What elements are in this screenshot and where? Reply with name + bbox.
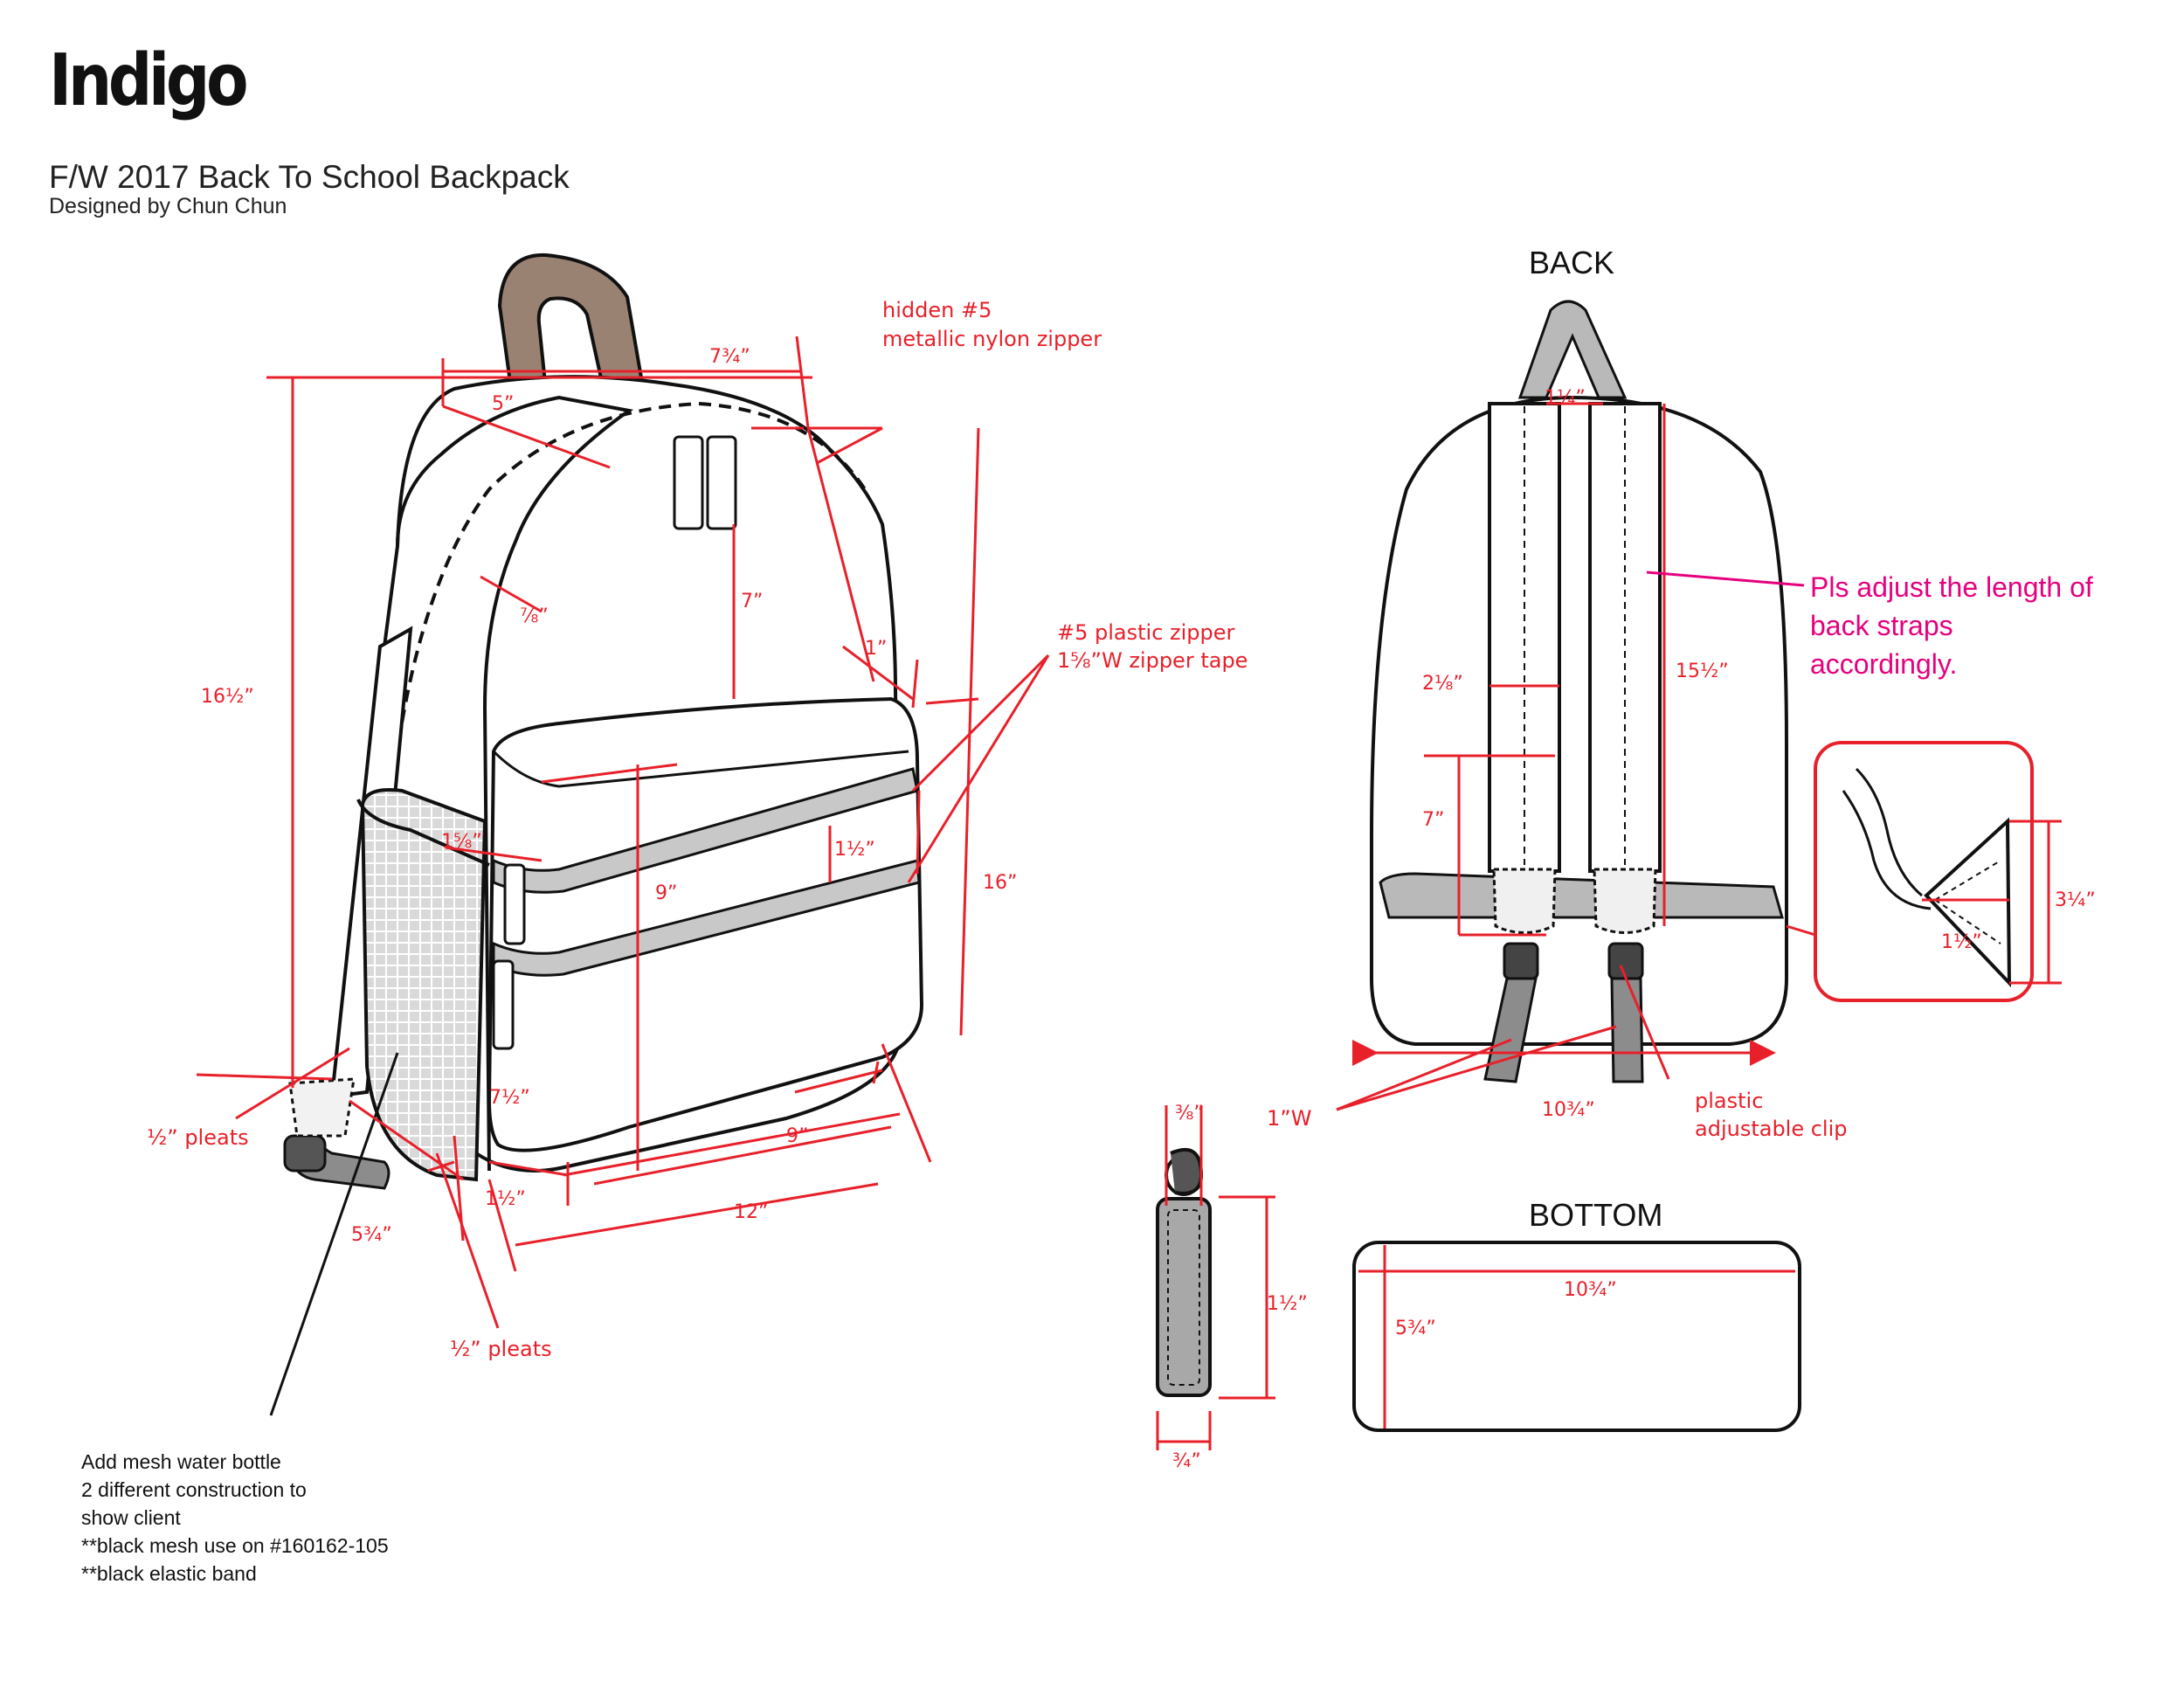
strap-length-note: Pls adjust the length of back straps acc… — [1810, 571, 2093, 680]
dim-back-strap-width: 2⅛” — [1422, 673, 1463, 695]
top-handle — [497, 253, 645, 394]
pocket-top-panel — [492, 750, 909, 788]
side-panel — [396, 395, 634, 1172]
note-line: **black mesh use on #160162-105 — [81, 1534, 389, 1557]
top-zipper-pull-right — [706, 435, 737, 530]
mesh-water-bottle-pocket — [360, 788, 487, 1182]
designer-credit: Designed by Chun Chun — [49, 194, 287, 218]
front-view-drawing — [269, 253, 924, 1416]
clip-callout-2: adjustable clip — [1695, 1117, 1848, 1141]
dim-pull-top: ⅜” — [1175, 1103, 1204, 1124]
dim-pocket-zip: 1⅝” — [441, 831, 482, 853]
dim-pocket-step: 1” — [865, 638, 888, 660]
back-body — [1370, 395, 1788, 1046]
hidden-zipper-line — [387, 401, 867, 822]
dim-zip-gap: 1½” — [834, 839, 875, 861]
brand-logo: Indigo — [49, 39, 249, 122]
dim-height-total: 16½” — [201, 686, 254, 708]
note-line: 2 different construction to — [81, 1478, 307, 1501]
note-line: **black elastic band — [81, 1562, 257, 1585]
plastic-zipper-callout-1: #5 plastic zipper — [1057, 620, 1235, 645]
strap-width-callout: 1”W — [1267, 1106, 1312, 1131]
dim-bottom-width: 10¾” — [1564, 1279, 1617, 1301]
dim-bottom-depth: 5¾” — [1395, 1318, 1436, 1339]
dim-base-width: 12” — [734, 1201, 769, 1223]
pocket-zipper-pull-lower — [492, 959, 515, 1050]
construction-notes: Add mesh water bottle 2 different constr… — [81, 1448, 389, 1588]
pocket-zipper-pull-upper — [503, 863, 526, 945]
dim-front-height: 16” — [983, 872, 1018, 894]
top-zipper-pull-left — [673, 435, 704, 530]
dim-top-width: 7¾” — [709, 346, 750, 368]
hidden-zipper-callout-2: metallic nylon zipper — [882, 327, 1102, 351]
hidden-zipper-callout-1: hidden #5 — [882, 298, 992, 322]
dim-front-drop: 7” — [741, 591, 764, 612]
dim-back-top-strap: 1¼” — [1545, 387, 1586, 409]
zipper-pull-dimension-lines — [1156, 1105, 1275, 1450]
dim-pocket-width: 9” — [786, 1125, 809, 1147]
dim-back-strap-lower: 7” — [1422, 809, 1445, 831]
notes-leader-line — [269, 1052, 399, 1416]
dim-detail-width: 1½” — [1941, 931, 1982, 953]
dim-pull-width: ¾” — [1172, 1450, 1201, 1472]
pleats-left-callout: ½” pleats — [147, 1125, 249, 1150]
dim-base-depth: 1½” — [485, 1188, 526, 1210]
strap-tab — [288, 1077, 356, 1138]
dim-side-lower: 7½” — [489, 1087, 530, 1109]
dim-pull-length: 1½” — [1267, 1293, 1308, 1315]
pleats-bottom-callout: ½” pleats — [450, 1337, 552, 1361]
dim-pocket-height: 9” — [655, 882, 678, 904]
bottom-view-drawing — [1352, 1241, 1801, 1432]
back-strap-right-tab — [1593, 868, 1657, 934]
back-handle — [1517, 300, 1628, 399]
dim-side-strap: 5¾” — [351, 1224, 392, 1246]
page-title: F/W 2017 Back To School Backpack — [49, 159, 570, 195]
plastic-zipper-callout-2: 1⅝”W zipper tape — [1057, 648, 1248, 673]
strap-clip — [283, 1134, 327, 1173]
back-strap-left-tab — [1492, 868, 1557, 934]
bottom-view-heading: BOTTOM — [1529, 1197, 1663, 1233]
dim-back-width: 10¾” — [1542, 1099, 1595, 1121]
back-webbing-band — [1379, 872, 1784, 919]
dim-back-strap-length: 15½” — [1676, 661, 1729, 682]
note-line: show client — [81, 1506, 181, 1529]
front-dimension-lines — [196, 336, 1050, 1329]
back-view-heading: BACK — [1529, 245, 1615, 280]
dim-detail-height: 3¼” — [2055, 889, 2096, 911]
dim-top-depth: 5” — [492, 393, 515, 415]
back-clip-right — [1607, 942, 1644, 980]
clip-callout-1: plastic — [1695, 1089, 1764, 1113]
mesh-pocket-binding — [356, 799, 490, 867]
note-line: Add mesh water bottle — [81, 1450, 281, 1473]
dim-zip-inset: ⅞” — [520, 605, 549, 627]
strap-note-pointer — [1646, 571, 1805, 587]
back-clip-left — [1503, 942, 1539, 980]
strap-detail-inset — [1786, 741, 2062, 1002]
back-webbing-right — [1610, 977, 1644, 1083]
back-dimension-lines — [1336, 402, 1776, 1111]
